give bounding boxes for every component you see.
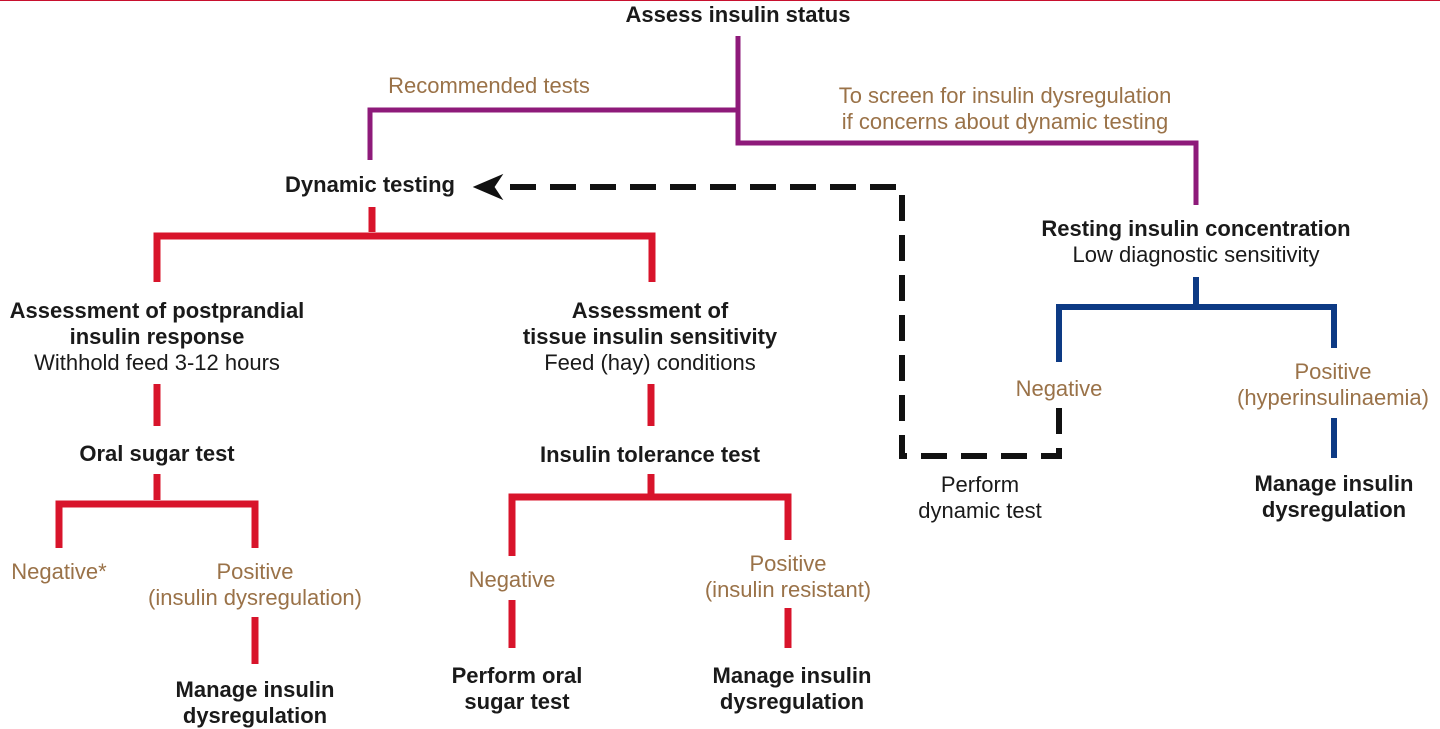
tissue-sensitivity-node: Assessment of tissue insulin sensitivity… xyxy=(522,298,778,375)
dynamic-testing-node: Dynamic testing xyxy=(285,172,455,197)
arrowhead-icon xyxy=(472,173,504,201)
connector-itt-branch xyxy=(508,493,792,556)
itt-positive-label: Positive (insulin resistant) xyxy=(704,551,872,602)
rest-manage-node: Manage insulin dysregulation xyxy=(1254,471,1414,522)
screen-label: To screen for insulin dysregulation if c… xyxy=(838,83,1172,134)
oral-sugar-test-node: Oral sugar test xyxy=(79,441,235,466)
perform-dynamic-test-label: Perform dynamic test xyxy=(918,472,1042,523)
itt-perform-ost-node: Perform oral sugar test xyxy=(451,663,583,714)
ost-negative-label: Negative* xyxy=(11,559,107,584)
purple-connectors xyxy=(367,36,1199,205)
assess-insulin-status: Assess insulin status xyxy=(625,2,851,27)
insulin-tolerance-test-node: Insulin tolerance test xyxy=(539,442,761,467)
connector-resting-branch xyxy=(1056,304,1337,362)
connector-assess-to-dynamic xyxy=(367,36,741,160)
rest-positive-label: Positive (hyperinsulinaemia) xyxy=(1237,359,1429,410)
rest-negative-label: Negative xyxy=(1015,376,1103,401)
connector-ost-branch xyxy=(55,500,259,548)
blue-connectors xyxy=(1056,277,1337,458)
dashed-feedback-path xyxy=(472,173,1062,459)
itt-negative-label: Negative xyxy=(468,567,556,592)
recommended-tests-label: Recommended tests xyxy=(388,73,590,98)
ost-manage-node: Manage insulin dysregulation xyxy=(175,677,335,728)
connector-assess-to-resting xyxy=(735,110,1199,205)
resting-insulin-node: Resting insulin concentration Low diagno… xyxy=(1041,216,1351,267)
itt-manage-node: Manage insulin dysregulation xyxy=(712,663,872,714)
connector-dynamic-branch xyxy=(153,232,656,282)
postprandial-node: Assessment of postprandial insulin respo… xyxy=(9,298,305,375)
dashed-line xyxy=(500,184,1062,459)
ost-positive-label: Positive (insulin dysregulation) xyxy=(148,559,362,610)
red-connectors xyxy=(55,207,792,664)
